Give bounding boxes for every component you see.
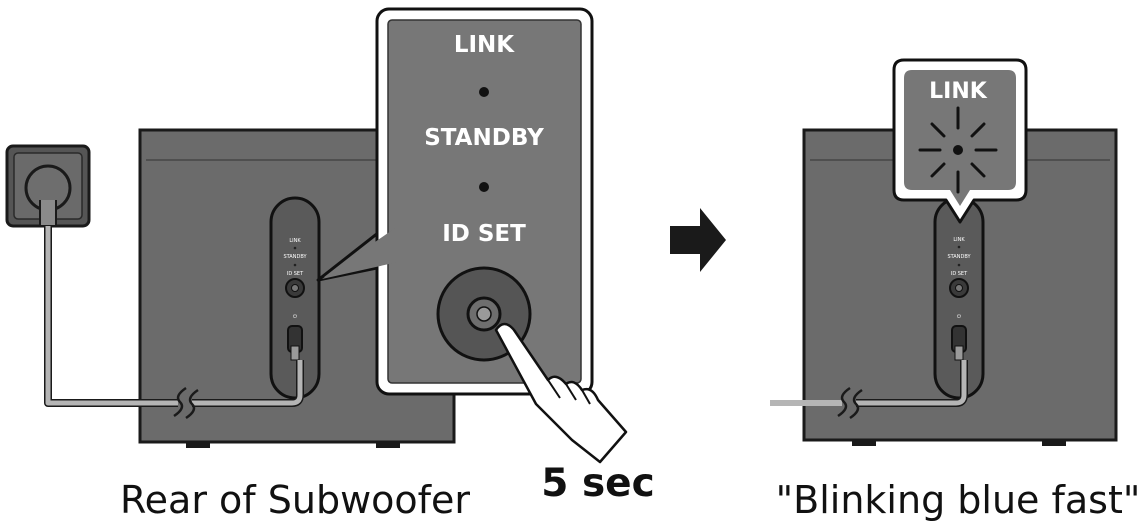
zoom-label-standby: STANDBY — [424, 125, 544, 151]
foot — [1042, 440, 1066, 446]
blink-rays-icon — [918, 106, 998, 194]
duration-label: 5 sec — [541, 461, 655, 506]
right-caption: "Blinking blue fast" — [776, 478, 1141, 522]
link-callout: LINK — [892, 58, 1028, 224]
left-caption: Rear of Subwoofer — [120, 478, 470, 522]
zoom-label-link: LINK — [454, 32, 515, 58]
foot — [376, 442, 400, 448]
power-icon: ⏻ — [293, 314, 297, 320]
power-cable-left — [44, 226, 304, 420]
port-label-id-set: ID SET — [951, 271, 968, 277]
port-label-standby: STANDBY — [947, 254, 971, 260]
power-cable-right — [770, 360, 968, 420]
foot — [186, 442, 210, 448]
port-label-standby: STANDBY — [283, 254, 307, 260]
wall-outlet-icon — [5, 144, 91, 228]
link-led — [479, 87, 489, 97]
callout-label-link: LINK — [929, 79, 988, 104]
zoom-callout: LINK STANDBY ID SET — [316, 7, 594, 396]
port-label-link: LINK — [953, 237, 965, 243]
power-icon: ⏻ — [957, 314, 961, 320]
zoom-label-id-set: ID SET — [442, 221, 526, 247]
hand-press-icon — [494, 322, 628, 464]
port-label-link: LINK — [289, 238, 301, 244]
foot — [852, 440, 876, 446]
standby-led — [479, 182, 489, 192]
right-arrow-icon — [670, 208, 726, 272]
port-label-id-set: ID SET — [287, 271, 304, 277]
link-led-blinking — [953, 145, 963, 155]
